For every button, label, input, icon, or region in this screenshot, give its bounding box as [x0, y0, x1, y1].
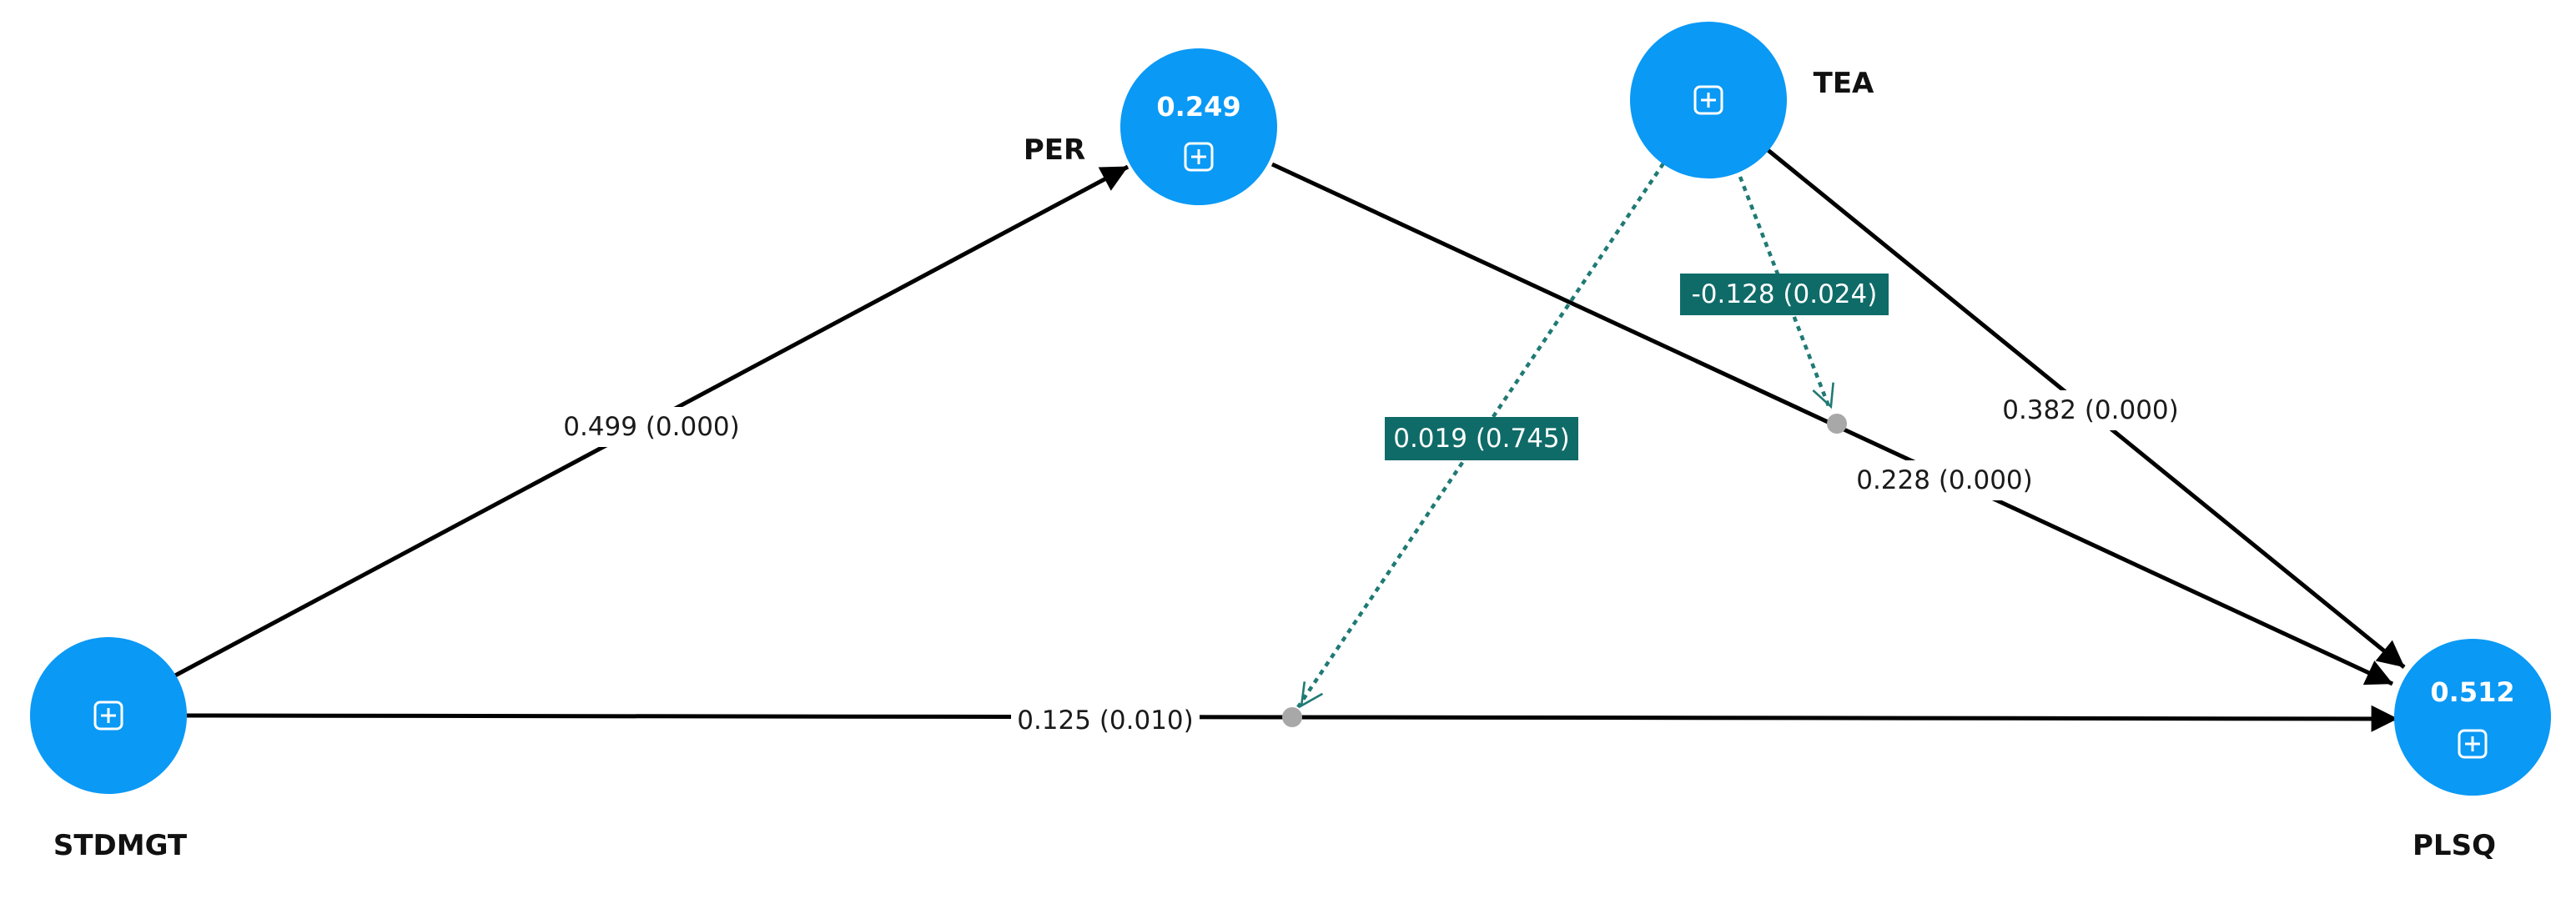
node-plsq-label: PLSQ	[2412, 829, 2496, 862]
moderator-tea-x-per-label-bg	[1680, 274, 1889, 315]
moderator-tea-x-per-label: -0.128 (0.024)	[1692, 279, 1878, 309]
moderator-tea-x-stdmgt-label-bg	[1385, 417, 1578, 460]
path-stdmgt-per[interactable]: 0.499 (0.000)	[174, 164, 1130, 678]
node-tea-label: TEA	[1814, 67, 1874, 100]
node-plsq-circle[interactable]	[2394, 639, 2551, 796]
path-stdmgt-plsq-label-bg	[1011, 701, 1200, 741]
node-plsq-r2: 0.512	[2430, 676, 2514, 708]
expand-icon[interactable]	[2458, 729, 2488, 759]
node-per-r2: 0.249	[1156, 91, 1240, 123]
moderator-tea-x-per-line[interactable]	[1738, 176, 1834, 411]
path-tea-plsq[interactable]: 0.382 (0.000)	[1760, 143, 2406, 669]
node-tea[interactable]	[1630, 22, 1787, 178]
path-stdmgt-plsq-label: 0.125 (0.010)	[1017, 706, 1194, 736]
junction-dot-stdmgt-plsq	[1282, 707, 1302, 727]
node-stdmgt[interactable]	[30, 637, 187, 794]
junction-dot-per-plsq	[1827, 414, 1847, 434]
node-stdmgt-label: STDMGT	[53, 829, 188, 862]
path-per-plsq-label: 0.228 (0.000)	[1856, 465, 2033, 495]
node-plsq[interactable]: 0.512	[2394, 639, 2551, 796]
path-per-plsq-label-bg	[1850, 460, 2039, 500]
node-per-circle[interactable]	[1120, 48, 1277, 205]
path-stdmgt-per-label: 0.499 (0.000)	[563, 412, 740, 442]
moderator-tea-x-per[interactable]: -0.128 (0.024)	[1680, 176, 1889, 411]
node-per-label: PER	[1024, 133, 1085, 167]
expand-icon[interactable]	[1693, 85, 1723, 115]
moderator-tea-x-stdmgt-label: 0.019 (0.745)	[1393, 424, 1570, 454]
path-stdmgt-per-label-bg	[557, 407, 746, 447]
path-tea-plsq-label: 0.382 (0.000)	[2002, 395, 2179, 425]
expand-icon[interactable]	[1184, 142, 1214, 172]
moderator-tea-x-stdmgt[interactable]: 0.019 (0.745)	[1296, 162, 1665, 709]
node-per[interactable]: 0.249	[1120, 48, 1277, 205]
expand-icon[interactable]	[93, 701, 123, 731]
path-tea-plsq-label-bg	[1996, 390, 2185, 430]
